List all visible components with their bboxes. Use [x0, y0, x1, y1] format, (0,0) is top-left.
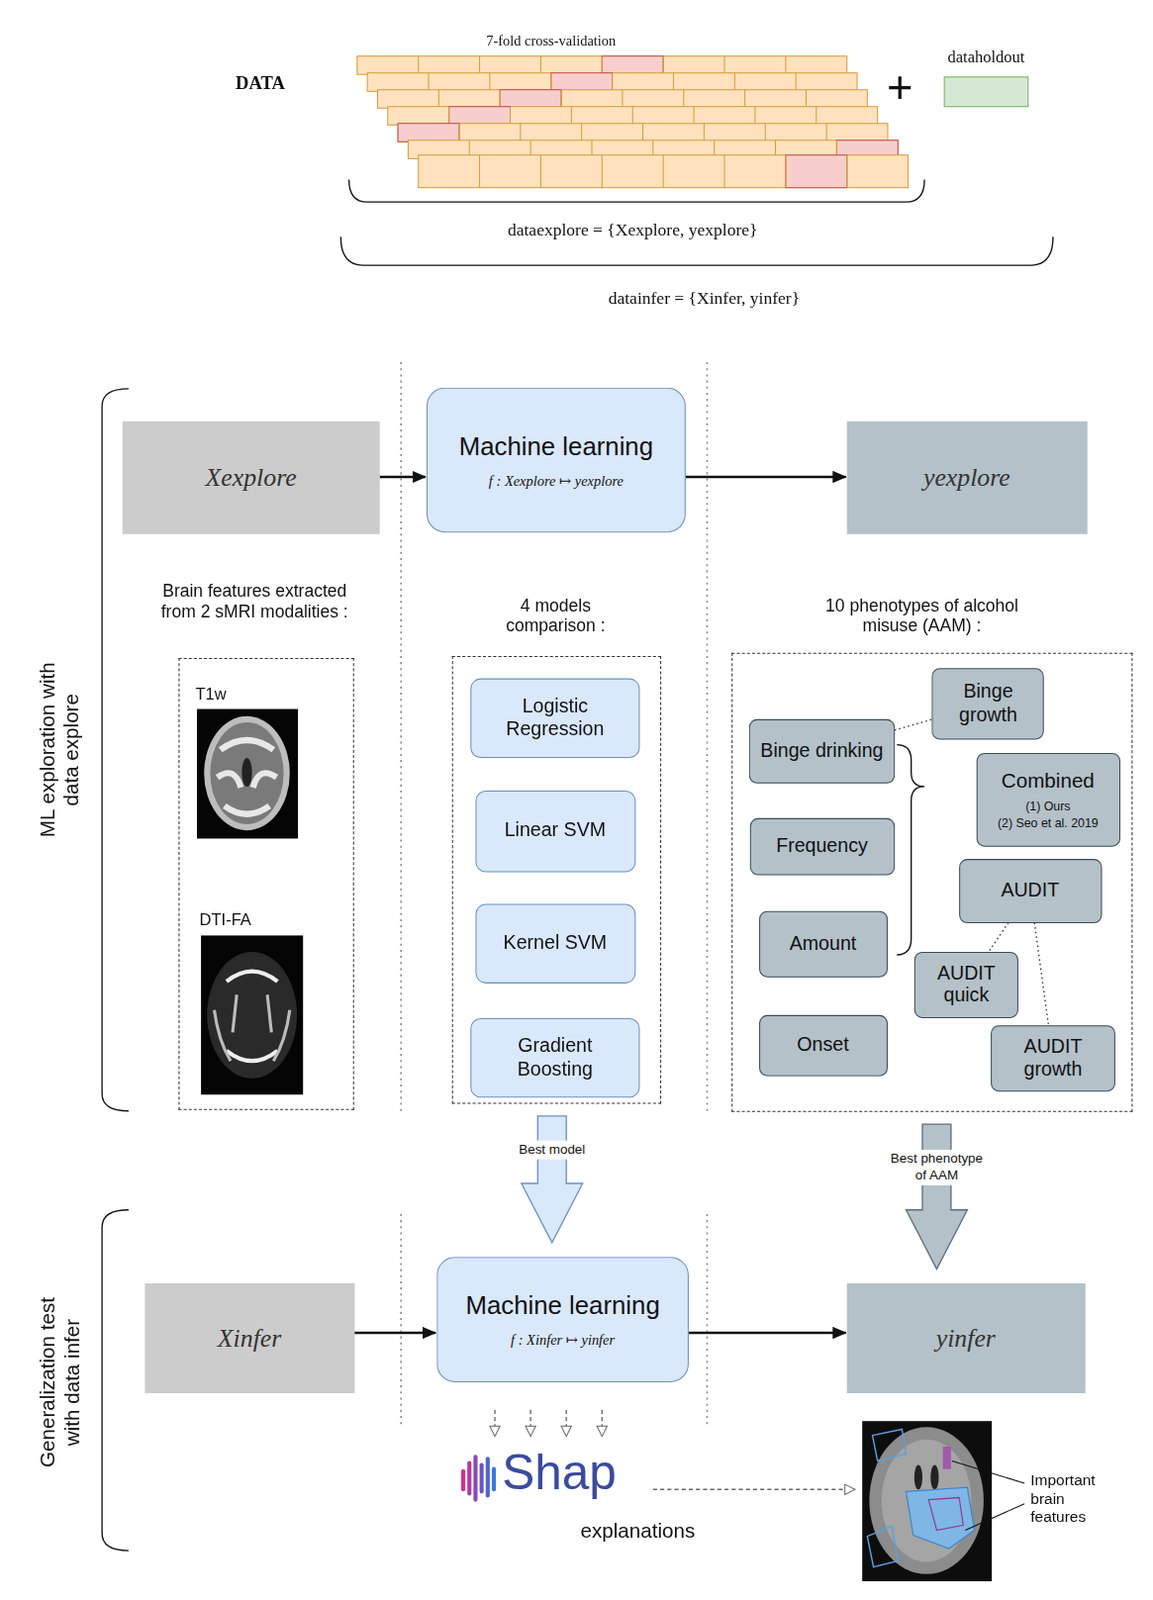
model-box: Machine learning f : Xinfer ↦ yinfer	[436, 1256, 689, 1383]
brain-explanation-image	[862, 1421, 992, 1582]
data-title: DATA	[214, 72, 307, 95]
target-box: yinfer	[847, 1283, 1085, 1393]
target-box: yexplore	[847, 421, 1087, 534]
combined-brace	[896, 745, 925, 956]
set-label: dataexplore = {Xexplore, yexplore}	[449, 220, 817, 242]
leader-lines	[952, 1460, 1025, 1531]
flow-arrow	[354, 1332, 436, 1336]
node-text: Amount	[789, 932, 858, 957]
flow-arrow	[688, 1332, 847, 1336]
plus-sign: +	[875, 65, 925, 110]
node-text: Machine learning	[459, 430, 654, 462]
models-group: 4 models comparison :Logistic Regression…	[452, 656, 662, 1105]
phenotype-box: Combined (1) Ours (2) Seo et al. 2019	[975, 752, 1120, 847]
holdout-box: dataholdout	[944, 76, 1030, 107]
node-text: Brain features extracted from 2 sMRI mod…	[152, 580, 357, 623]
set-label: datainfer = {Xinfer, yinfer}	[520, 288, 888, 310]
phase-label: ML exploration with data explore	[34, 662, 84, 838]
node-text: yinfer	[936, 1323, 996, 1354]
node-subtext: (1) Ours	[1025, 798, 1070, 814]
dotted-link	[894, 719, 933, 731]
node-subtext: T1w	[194, 683, 277, 704]
phenotype-box: AUDIT	[959, 859, 1102, 924]
node-text: Xinfer	[217, 1323, 282, 1354]
dti-fa-image	[200, 935, 303, 1095]
node-text: Linear SVM	[504, 819, 606, 844]
node-subtext: f : Xinfer ↦ yinfer	[510, 1333, 615, 1350]
node-text: Onset	[796, 1033, 849, 1057]
node-text: dataholdout	[923, 46, 1051, 67]
phenotypes-group: 10 phenotypes of alcohol misuse (AAM) :B…	[731, 653, 1133, 1113]
node-subtext: f : Xexplore ↦ yexplore	[488, 473, 624, 490]
phenotype-box: AUDIT quick	[913, 952, 1019, 1020]
t1w-image	[196, 709, 298, 840]
features-group: Brain features extracted from 2 sMRI mod…	[178, 658, 354, 1111]
explore-bracket	[349, 179, 925, 202]
model-option: Gradient Boosting	[470, 1017, 640, 1097]
node-text: AUDIT growth	[997, 1035, 1109, 1082]
model-option: Logistic Regression	[470, 677, 640, 758]
input-box: Xinfer	[144, 1283, 354, 1393]
column-dividers	[400, 362, 707, 1427]
explanations-label: explanations	[566, 1518, 709, 1543]
dotted-link	[988, 923, 1009, 953]
phenotype-box: Frequency	[749, 817, 894, 875]
model-box: Machine learning f : Xexplore ↦ yexplore	[426, 387, 686, 533]
node-text: Binge growth	[939, 679, 1038, 727]
model-option: Linear SVM	[475, 790, 636, 872]
node-text: 10 phenotypes of alcohol misuse (AAM) :	[821, 595, 1022, 638]
model-option: Kernel SVM	[475, 903, 636, 983]
node-text: yexplore	[923, 462, 1011, 493]
phenotype-box: Binge growth	[932, 668, 1045, 740]
phenotype-box: AUDIT growth	[990, 1025, 1117, 1093]
node-text: AUDIT quick	[920, 961, 1012, 1009]
infer-bracket	[340, 236, 1054, 266]
block-arrow	[521, 1116, 583, 1244]
phenotype-box: Binge drinking	[749, 718, 895, 783]
node-text: Frequency	[775, 834, 868, 859]
node-text: Gradient Boosting	[478, 1034, 634, 1081]
node-text: Kernel SVM	[503, 931, 608, 956]
infer-phase-bracket	[101, 1210, 129, 1551]
shap-logo-text: Shap	[501, 1446, 656, 1501]
node-text: 4 models comparison :	[486, 595, 624, 638]
node-text: Logistic Regression	[478, 694, 634, 742]
cv-bricks	[357, 56, 909, 189]
input-box: Xexplore	[122, 421, 381, 534]
phase-label: Generalization test with data infer	[34, 1277, 84, 1487]
phenotype-box: Amount	[759, 910, 888, 977]
node-subtext: (2) Seo et al. 2019	[997, 816, 1099, 832]
callout-label: Important brain features	[1030, 1471, 1112, 1528]
node-text: Combined	[1001, 768, 1095, 793]
dotted-link	[1034, 923, 1049, 1026]
phenotype-box: Onset	[759, 1014, 888, 1076]
node-text: Binge drinking	[760, 739, 883, 764]
node-subtext: DTI-FA	[199, 909, 282, 930]
block-arrow	[906, 1124, 968, 1269]
node-text: AUDIT	[1000, 878, 1059, 903]
flow-arrow	[380, 476, 426, 480]
shap-logo-icon	[461, 1454, 496, 1502]
node-text: Xexplore	[205, 462, 297, 493]
edge-label: Best phenotype of AAM	[883, 1150, 990, 1184]
cv-caption: 7-fold cross-validation	[428, 33, 673, 51]
node-text: Machine learning	[465, 1289, 660, 1321]
flow-arrow	[685, 476, 847, 480]
edge-label: Best model	[502, 1141, 601, 1159]
